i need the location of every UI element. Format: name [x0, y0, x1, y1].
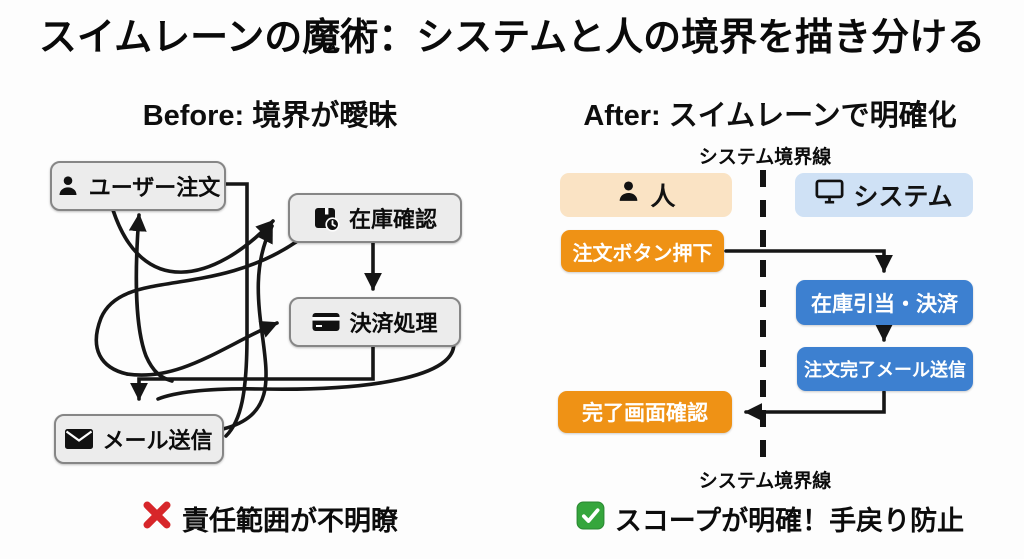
tangle-mail-to-inventory: [221, 224, 274, 431]
check-mark-icon: [576, 501, 605, 537]
before-heading: Before: 境界が曖昧: [142, 100, 398, 132]
tangle-user-to-inventory: [111, 208, 275, 274]
step-label: 注文ボタン押下: [572, 242, 713, 265]
lane-label: システム: [853, 183, 953, 211]
step-completion-screen-check: 完了画面確認: [558, 391, 732, 433]
before-caption-text: 責任範囲が不明瞭: [182, 506, 398, 536]
tangle-arrow-into-user: [128, 213, 174, 383]
after-caption: スコープが明確！手戻り防止: [540, 499, 1000, 538]
flow-mailsend-to-done: [744, 390, 886, 421]
after-caption-text: スコープが明確！手戻り防止: [614, 506, 965, 536]
after-heading: After: スイムレーンで明確化: [583, 100, 957, 132]
page-title: スイムレーンの魔術：システムと人の境界を描き分ける: [38, 17, 986, 59]
envelope-icon: [65, 429, 94, 449]
tangle-inventory-left-loop: [94, 240, 298, 376]
flow-order-to-allocate: [724, 249, 893, 273]
node-label: 決済処理: [349, 311, 438, 336]
tangle-loop-to-payment: [125, 321, 279, 377]
node-mail-send: メール送信: [54, 414, 224, 464]
person-icon: [616, 179, 641, 211]
node-label: メール送信: [102, 428, 213, 453]
before-caption: 責任範囲が不明瞭: [40, 499, 500, 538]
tangle-user-elbow-to-mail: [222, 182, 249, 438]
lane-header-person: 人: [560, 173, 732, 217]
lane-header-system: システム: [795, 173, 973, 217]
step-label: 注文完了メール送信: [804, 360, 966, 380]
boundary-label-top: システム境界線: [698, 147, 832, 168]
monitor-icon: [815, 179, 844, 211]
node-user-order: ユーザー注文: [50, 161, 226, 211]
step-label: 在庫引当・決済: [811, 292, 958, 316]
cross-mark-icon: [142, 500, 172, 537]
step-label: 完了画面確認: [582, 402, 708, 425]
user-icon: [56, 174, 80, 198]
step-inventory-allocation-payment: 在庫引当・決済: [796, 280, 973, 325]
step-order-button-press: 注文ボタン押下: [561, 230, 724, 272]
node-payment-processing: 決済処理: [289, 297, 461, 347]
lane-label: 人: [650, 183, 676, 211]
boundary-label-bottom: システム境界線: [698, 471, 832, 492]
node-label: ユーザー注文: [88, 175, 221, 200]
package-clock-icon: [313, 205, 340, 232]
step-order-complete-mail: 注文完了メール送信: [797, 347, 973, 391]
credit-card-icon: [312, 312, 340, 332]
node-inventory-check: 在庫確認: [288, 193, 462, 243]
node-label: 在庫確認: [348, 207, 437, 232]
tangle-payment-to-mail: [130, 343, 375, 401]
